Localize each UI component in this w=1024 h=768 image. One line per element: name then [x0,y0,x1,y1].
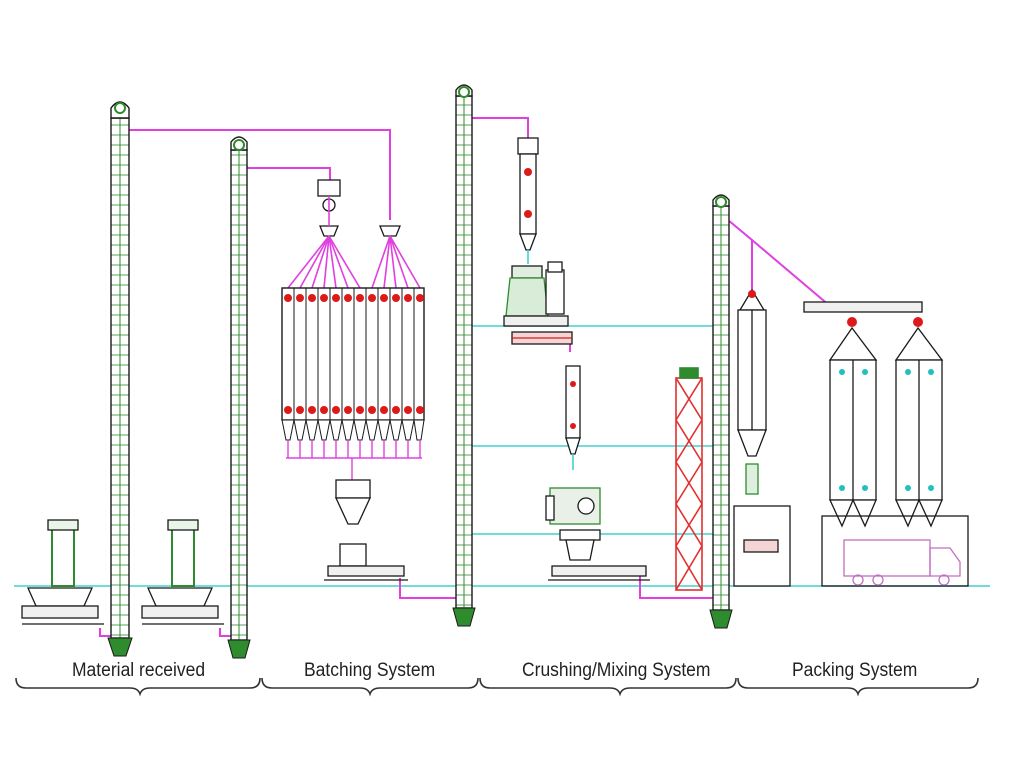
section-label-packing-system: Packing System [792,660,918,681]
batching-scale [324,479,408,581]
section-label-crushing-mixing-system: Crushing/Mixing System [522,660,711,681]
section-label-batching-system: Batching System [304,660,436,681]
hammer-mill [503,261,573,345]
pre-grinding-bin [517,137,539,264]
bucket-elevator-1 [107,101,133,657]
mixer [545,487,650,581]
batching-bins [281,287,425,480]
bulk-silos [821,326,969,587]
bulk-truck [843,539,961,586]
intake-hopper-2 [141,519,224,625]
screw-conveyor [803,301,923,327]
rotary-distributor [317,179,401,237]
distributor-pipes [287,196,421,289]
intake-hopper-1 [21,519,104,625]
bucket-elevator-4 [709,194,733,629]
section-brackets [15,677,979,697]
section-label-material-received: Material received [72,660,206,681]
finished-product-bin [733,288,791,587]
steel-frame-tower [675,367,703,591]
pre-mixing-bin [565,365,581,470]
bucket-elevator-3 [452,84,476,627]
bucket-elevator-2 [227,136,251,659]
